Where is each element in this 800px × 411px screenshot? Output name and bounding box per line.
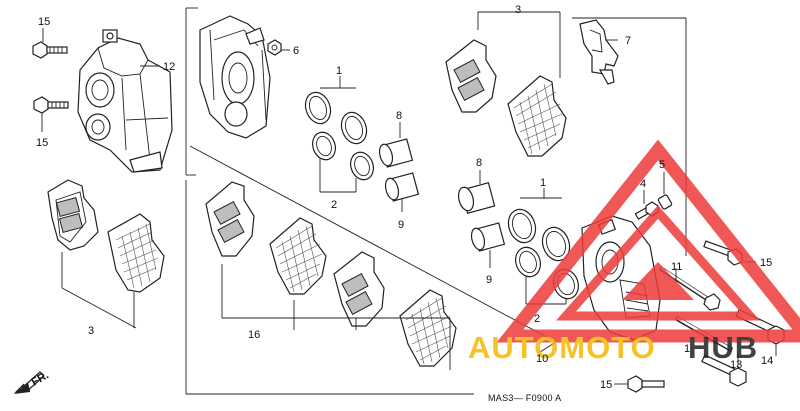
- callout-3-top: 3: [515, 4, 521, 16]
- front-direction-arrow: FR.: [14, 369, 51, 394]
- bolt-13: [701, 354, 747, 387]
- callout-8-top: 8: [396, 110, 402, 122]
- watermark: AUTOMOTO HUB: [468, 139, 800, 365]
- direction-label: FR.: [30, 369, 51, 388]
- callout-1-lower: 1: [684, 343, 690, 355]
- center-pad-a-mesh: [275, 225, 323, 293]
- seal-ring-6: [541, 226, 571, 262]
- bolt-15-bottom: [627, 375, 665, 393]
- center-assembly-box: [185, 7, 557, 395]
- callout-15-bottom: 15: [600, 379, 612, 391]
- callout-10: 10: [536, 353, 548, 365]
- center-brake-pads-16: [205, 181, 457, 370]
- nut-6: [267, 39, 282, 56]
- upper-brake-pads-3: [445, 11, 567, 157]
- callout-1-right: 1: [540, 177, 546, 189]
- left-brake-pads-3: [47, 179, 165, 329]
- pistons-top: [378, 122, 420, 212]
- seal-ring-5: [507, 208, 537, 244]
- callout-5: 5: [659, 159, 665, 171]
- seal-ring-4: [350, 151, 374, 181]
- pad-spring-bracket-7: [572, 17, 687, 256]
- callout-1-top: 1: [336, 65, 342, 77]
- piston-9-right: [470, 222, 506, 252]
- seal-ring-2: [340, 111, 368, 145]
- bolt-15-top: [32, 41, 68, 59]
- upper-pad-mesh: [513, 83, 563, 155]
- cap-5: [657, 194, 673, 210]
- watermark-text-automoto: AUTOMOTO: [468, 330, 656, 365]
- piston-8-top: [378, 138, 414, 168]
- callout-9-right: 9: [486, 274, 492, 286]
- callout-15-middle: 15: [36, 137, 48, 149]
- left-caliper-assembly: [32, 28, 173, 173]
- callout-16: 16: [248, 329, 260, 341]
- left-pad-mesh: [115, 223, 159, 289]
- bolt-15-middle: [33, 96, 69, 114]
- callout-11: 11: [671, 261, 682, 273]
- callout-13: 13: [730, 359, 742, 371]
- watermark-triangle-logo: [496, 139, 800, 343]
- center-caliper-half: [199, 15, 271, 139]
- callout-labels: 15 15 12 6 1 8 2 9 3 7 3 16 8 9 1 2 4 5 …: [36, 4, 773, 391]
- piston-9-top: [384, 172, 420, 202]
- callout-12: 12: [163, 61, 175, 73]
- caliper-body-12: [77, 29, 173, 173]
- seal-ring-3: [312, 131, 336, 161]
- seals-set-top: [304, 76, 374, 193]
- seal-ring-7: [515, 246, 541, 278]
- callout-2-right: 2: [534, 313, 540, 325]
- callout-2-top: 2: [331, 199, 337, 211]
- callout-6: 6: [293, 45, 299, 57]
- callout-14: 14: [761, 355, 773, 367]
- piston-8-right: [457, 182, 496, 214]
- callout-15-right: 15: [760, 257, 772, 269]
- seal-ring-1: [304, 91, 332, 125]
- callout-8-right: 8: [476, 157, 482, 169]
- callout-3-bottom: 3: [88, 325, 94, 337]
- center-pad-b-mesh: [405, 297, 453, 365]
- watermark-text-hub: HUB: [688, 330, 758, 365]
- callout-7: 7: [625, 35, 631, 47]
- callout-9-top: 9: [398, 219, 404, 231]
- pistons-right: [457, 170, 506, 268]
- callout-4: 4: [640, 178, 646, 190]
- diagram-code: MAS3— F0900 A: [488, 393, 561, 403]
- callout-15-top: 15: [38, 16, 50, 28]
